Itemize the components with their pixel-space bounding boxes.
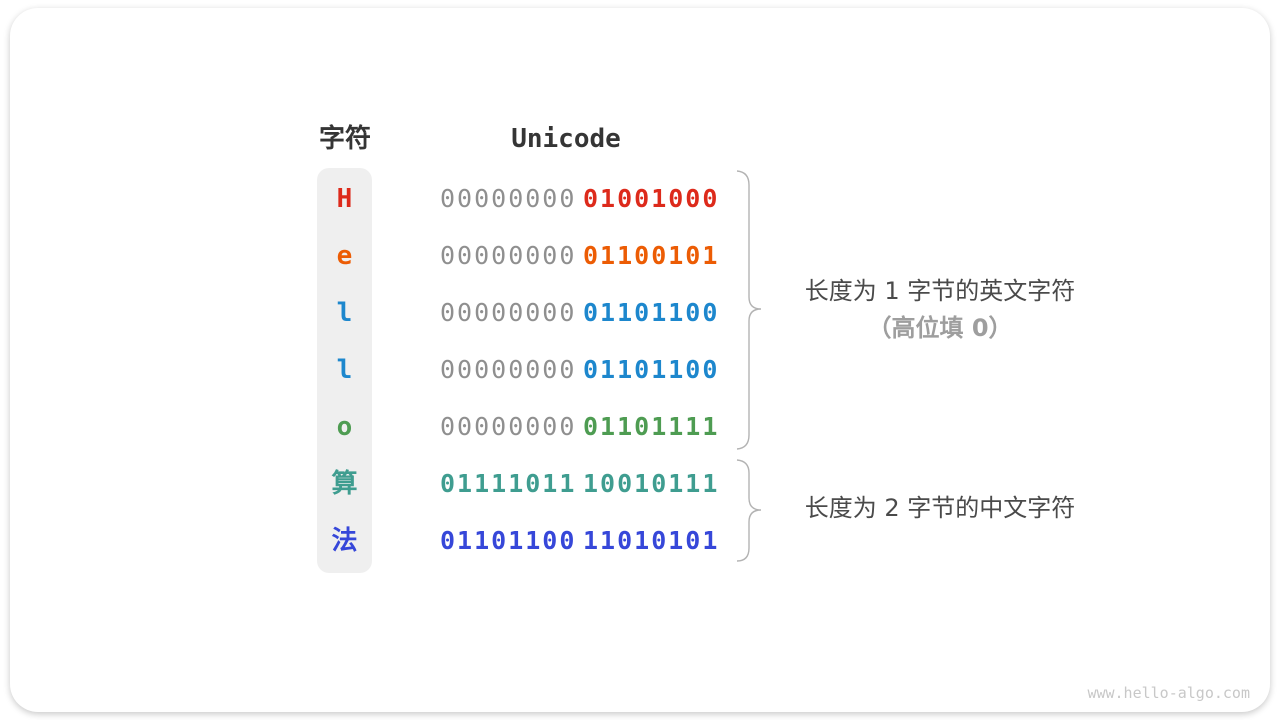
annotation-group1-line2: （高位填 0） — [867, 314, 1013, 342]
byte2-cell: 01100101 — [583, 241, 720, 270]
char-cell: H — [336, 184, 353, 214]
byte2-cell: 01101100 — [583, 298, 720, 327]
char-cell: l — [336, 298, 353, 328]
table-row: H 00000000 01001000 — [10, 182, 1270, 216]
byte1-cell: 00000000 — [440, 184, 577, 213]
byte2-cell: 01101100 — [583, 355, 720, 384]
char-cell: 法 — [331, 526, 358, 556]
column-header-unicode: Unicode — [511, 124, 621, 154]
byte1-cell: 01101100 — [440, 526, 577, 555]
byte1-cell: 00000000 — [440, 355, 577, 384]
byte1-cell: 00000000 — [440, 298, 577, 327]
table-row: 算 01111011 10010111 — [10, 467, 1270, 501]
table-row: l 00000000 01101100 — [10, 296, 1270, 330]
byte1-cell: 00000000 — [440, 241, 577, 270]
char-column-background — [317, 168, 372, 573]
table-row: o 00000000 01101111 — [10, 410, 1270, 444]
annotation-group1-line1: 长度为 1 字节的英文字符 — [804, 277, 1076, 305]
char-cell: l — [336, 355, 353, 385]
byte1-cell: 01111011 — [440, 469, 577, 498]
byte2-cell: 01001000 — [583, 184, 720, 213]
char-cell: 算 — [331, 469, 358, 499]
byte2-cell: 10010111 — [583, 469, 720, 498]
byte2-cell: 01101111 — [583, 412, 720, 441]
table-row: l 00000000 01101100 — [10, 353, 1270, 387]
byte2-cell: 11010101 — [583, 526, 720, 555]
column-header-char: 字符 — [318, 124, 371, 154]
byte1-cell: 00000000 — [440, 412, 577, 441]
char-cell: e — [336, 241, 353, 271]
table-row: e 00000000 01100101 — [10, 239, 1270, 273]
watermark: www.hello-algo.com — [1087, 684, 1250, 702]
annotation-group2: 长度为 2 字节的中文字符 — [804, 494, 1076, 522]
char-cell: o — [336, 412, 353, 442]
figure-card: 字符 Unicode H 00000000 01001000 e 0000000… — [10, 8, 1270, 712]
table-row: 法 01101100 11010101 — [10, 524, 1270, 558]
